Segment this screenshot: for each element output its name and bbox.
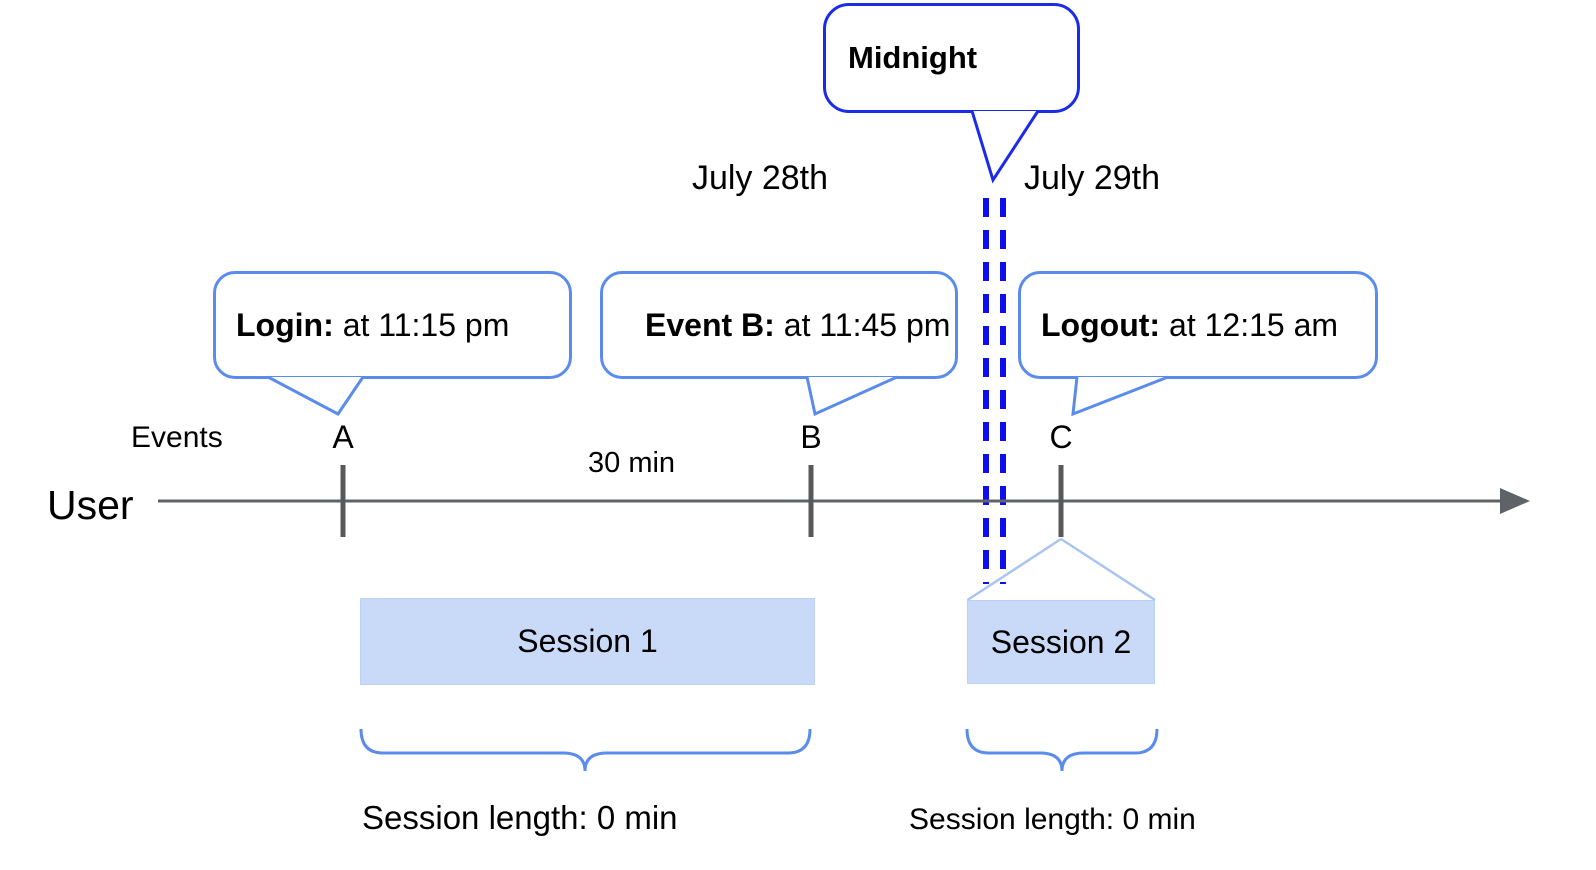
session-2-brace [965,728,1159,772]
event-b-callout-tail [805,375,898,417]
logout-callout-tail [1071,375,1169,417]
midnight-callout: Midnight [823,3,1080,113]
events-row-label: Events [131,421,223,454]
session-2-connector-right [1060,537,1156,602]
date-label-july-28: July 28th [691,159,829,197]
timeline-arrowhead-icon [1500,488,1530,514]
event-marker-b: B [800,419,822,455]
session-1-length-label: Session length: 0 min [362,799,678,836]
login-callout-time: at 11:15 pm [342,306,510,343]
session-2-label: Session 2 [990,623,1132,660]
date-label-july-29: July 29th [1023,159,1161,197]
session-2-connector-left [966,537,1062,602]
logout-callout: Logout: at 12:15 am [1018,271,1378,379]
session-1-label: Session 1 [517,623,658,659]
event-marker-c: C [1049,419,1073,455]
login-callout: Login: at 11:15 pm [213,271,572,379]
session-2-length-label: Session length: 0 min [909,803,1196,836]
login-callout-tail [267,375,365,416]
logout-callout-time: at 12:15 am [1169,306,1339,343]
session-1-box: Session 1 [360,598,815,685]
event-b-callout-title: Event B: [645,306,775,343]
event-marker-a: A [332,419,354,455]
event-b-callout: Event B: at 11:45 pm [600,271,958,379]
interval-label: 30 min [588,447,676,479]
event-b-callout-time: at 11:45 pm [783,306,951,343]
session-1-brace [359,728,812,772]
login-callout-title: Login: [236,306,334,343]
midnight-label: Midnight [848,40,978,75]
session-2-box: Session 2 [967,600,1155,684]
logout-callout-title: Logout: [1041,306,1161,343]
user-axis-label: User [47,482,134,528]
